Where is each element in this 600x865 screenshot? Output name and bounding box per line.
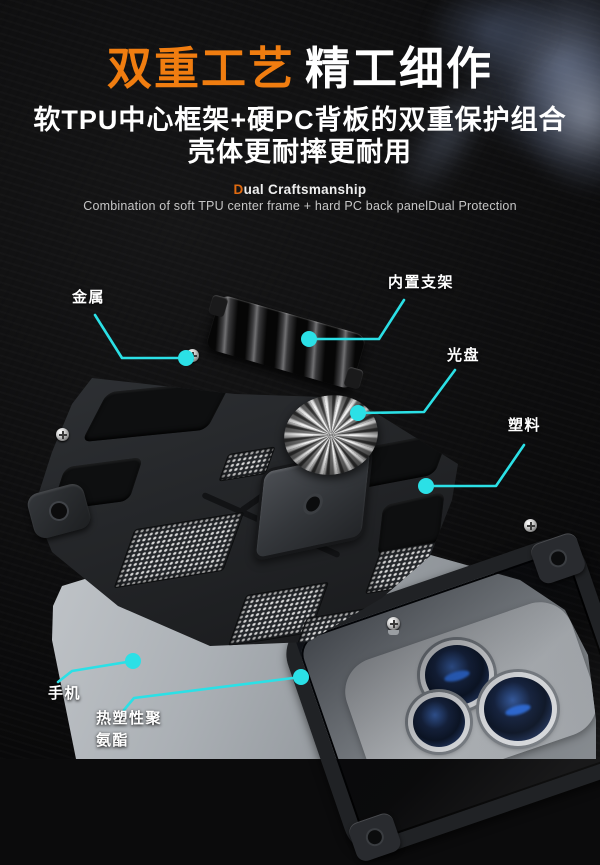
screw-slot: [392, 619, 395, 628]
screw-slot: [191, 351, 194, 360]
callout-label-tpu: 热塑性聚氨酯: [96, 710, 163, 749]
callout-label-plastic: 塑料: [508, 417, 542, 434]
title-rest-text: 精工细作: [305, 43, 494, 94]
screw-flange: [388, 630, 399, 635]
english-title-rest: ual Craftsmanship: [243, 182, 367, 198]
callout-label-disc: 光盘: [447, 347, 481, 364]
bumper-hole: [546, 546, 570, 570]
callout-label-phone: 手机: [48, 685, 82, 702]
subtitle-line1: 软TPU中心框架+硬PC背板的双重保护组合: [33, 104, 567, 135]
english-description: Combination of soft TPU center frame + h…: [83, 199, 517, 214]
metal-screw: [56, 428, 69, 441]
subtitle: 软TPU中心框架+硬PC背板的双重保护组合 壳体更耐摔更耐用: [0, 104, 600, 170]
metal-screw: [387, 617, 400, 635]
english-subtitle-block: Dual Craftsmanship Combination of soft T…: [0, 182, 600, 213]
english-title: Dual Craftsmanship: [0, 182, 600, 197]
subtitle-line2: 壳体更耐摔更耐用: [188, 137, 412, 168]
screw-slot: [529, 521, 532, 530]
metal-screw: [524, 519, 537, 532]
screw-slot: [61, 430, 64, 439]
bumper-hole: [46, 498, 72, 524]
metal-screw: [186, 349, 199, 362]
ring-hole: [302, 491, 324, 517]
callout-label-metal: 金属: [72, 289, 106, 306]
page-title: 双重工艺精工细作: [0, 44, 600, 94]
mesh-texture-patch: [113, 511, 245, 589]
english-title-accent: D: [233, 182, 244, 198]
bumper-hole: [363, 825, 387, 849]
title-accent-text: 双重工艺: [106, 43, 295, 94]
callout-label-bracket: 内置支架: [388, 274, 455, 291]
header: 双重工艺精工细作 软TPU中心框架+硬PC背板的双重保护组合 壳体更耐摔更耐用 …: [0, 44, 600, 214]
